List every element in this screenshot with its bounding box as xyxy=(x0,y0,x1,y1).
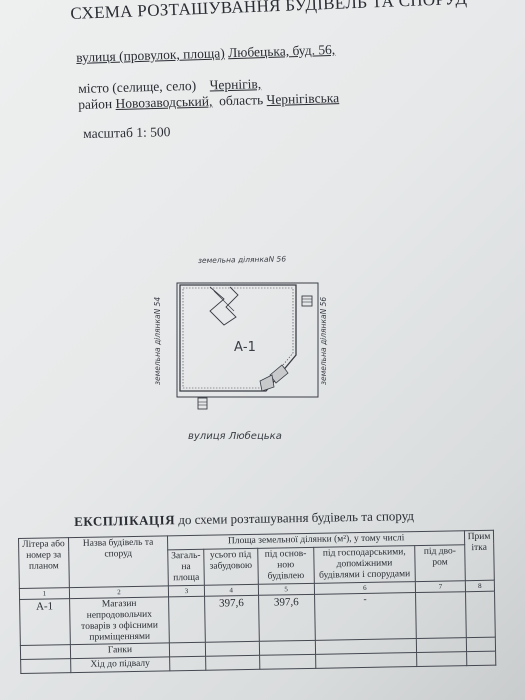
header-note: Прим ітка xyxy=(464,530,495,581)
building-inner-outline xyxy=(182,287,294,389)
city-value: Чернігів, xyxy=(209,76,262,93)
explication-title-rest: до схеми розташування будівель та споруд xyxy=(178,508,415,528)
explication-title-bold: ЕКСПЛІКАЦІЯ xyxy=(74,512,176,529)
cell-note xyxy=(466,651,496,666)
stair-line xyxy=(213,290,235,312)
city-label: місто (селище, село) xyxy=(78,77,197,96)
cell-built xyxy=(205,641,260,657)
cell-main: 397,6 xyxy=(258,594,316,642)
cell-yard xyxy=(416,638,467,653)
col-num: 3 xyxy=(168,584,205,597)
district-label: район xyxy=(78,96,113,112)
corner-porch xyxy=(259,364,289,392)
street-line: вулиця (провулок, площа) Любецька, буд. … xyxy=(76,42,335,66)
header-name: Назва будівель та споруд xyxy=(68,535,169,588)
street-value: Любецька, буд. 56, xyxy=(227,41,336,61)
building-label: А-1 xyxy=(234,340,256,355)
cell-note xyxy=(465,590,496,639)
cell-total xyxy=(169,656,206,672)
cell-built xyxy=(205,655,260,671)
cell-aux: - xyxy=(314,592,417,641)
cellar-entrance xyxy=(197,397,208,410)
left-plot-label: земельна ділянкаN 54 xyxy=(153,297,162,385)
scale-text: масштаб 1: 500 xyxy=(83,124,171,141)
cell-name: Магазин непродовольчих товарів з офісним… xyxy=(69,596,170,646)
header-total: Загаль-на площа xyxy=(167,549,205,586)
region-label: область xyxy=(218,92,264,109)
district-value: Новозаводський, xyxy=(115,93,213,112)
cell-litera xyxy=(20,658,71,674)
stair-outline xyxy=(209,286,239,326)
cell-total xyxy=(169,642,206,658)
cell-yard xyxy=(416,652,467,667)
cell-total xyxy=(168,595,206,644)
explication-title: ЕКСПЛІКАЦІЯ до схеми розташування будіве… xyxy=(74,508,414,530)
explication-table: Літера або номер за планом Назва будівел… xyxy=(18,530,496,675)
header-main: під основ-ною будівлею xyxy=(257,547,315,585)
header-aux: під господарськими, допоміжними будівлям… xyxy=(313,545,416,584)
street-plan-label: вулиця Любецька xyxy=(188,430,282,442)
col-num: 1 xyxy=(19,587,70,600)
cell-main xyxy=(259,640,316,656)
cell-litera: А-1 xyxy=(19,598,71,646)
plot-boundary xyxy=(176,282,319,398)
cell-note xyxy=(466,637,496,653)
col-num: 7 xyxy=(415,580,466,593)
header-yard: під дво-ром xyxy=(414,544,466,582)
site-plan: земельна ділянкаN 56 земельна ділянкаN 5… xyxy=(153,254,328,442)
right-porch xyxy=(301,295,313,307)
street-label: вулиця (провулок, площа) xyxy=(76,45,225,65)
top-plot-label: земельна ділянкаN 56 xyxy=(198,254,286,265)
cell-aux xyxy=(315,652,418,669)
right-plot-label: земельна ділянкаN 56 xyxy=(319,297,328,385)
document-title: СХЕМА РОЗТАШУВАННЯ БУДІВЕЛЬ ТА СПОРУД xyxy=(70,0,468,23)
table-row: А-1 Магазин непродовольчих товарів з офі… xyxy=(19,590,496,646)
region-value: Чернігівська xyxy=(266,90,340,108)
cell-yard xyxy=(415,591,467,639)
cell-litera xyxy=(20,645,71,660)
header-built: усього під забудовою xyxy=(203,548,259,585)
header-litera: Літера або номер за планом xyxy=(18,537,70,589)
cell-name: Хід до підвалу xyxy=(70,657,171,673)
cell-built: 397,6 xyxy=(204,595,260,643)
col-num: 8 xyxy=(465,579,495,592)
cell-main xyxy=(259,654,316,670)
